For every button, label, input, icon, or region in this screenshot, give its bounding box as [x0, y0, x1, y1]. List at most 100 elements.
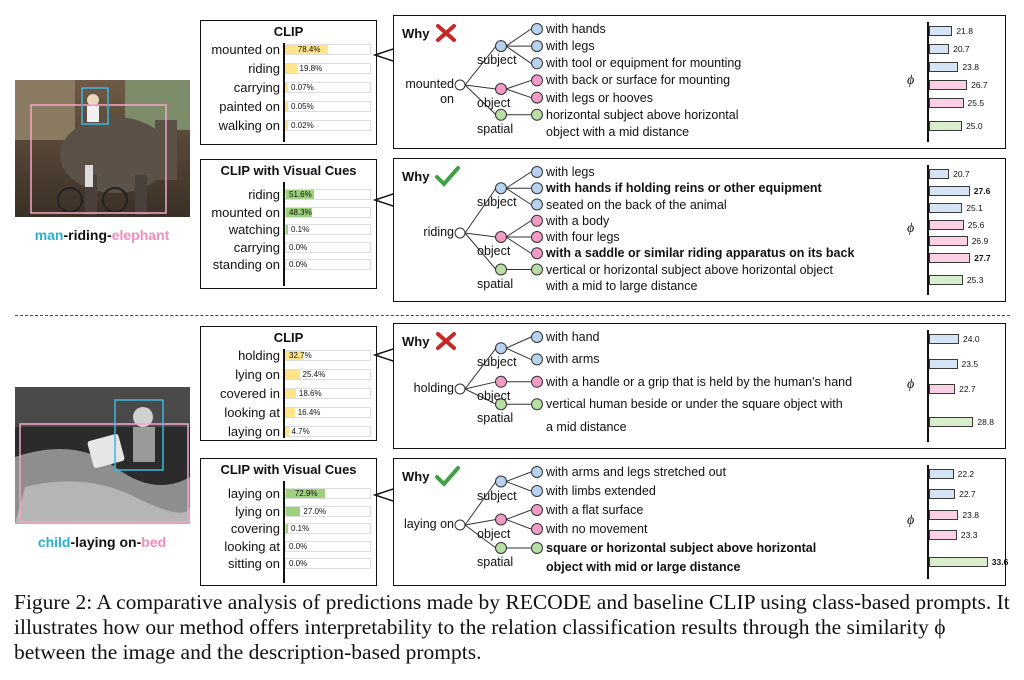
- tree-root-relation: mounted on: [405, 77, 454, 106]
- probability-value: 18.6%: [298, 389, 322, 398]
- probability-bar-fill: [286, 121, 288, 130]
- tree-edge: [464, 45, 497, 86]
- similarity-value: 21.8: [956, 26, 973, 36]
- relation-tree: [454, 331, 543, 411]
- cross-icon: [436, 332, 456, 350]
- probability-row: carrying: [201, 80, 280, 95]
- similarity-bar: [929, 219, 964, 230]
- relation-label: looking at: [224, 405, 280, 420]
- subject-node: [495, 342, 507, 355]
- similarity-bar: [929, 253, 971, 264]
- phi-symbol: ϕ: [907, 221, 915, 236]
- similarity-value: 22.7: [959, 489, 976, 500]
- description-text: with tool or equipment for mounting: [546, 56, 742, 71]
- tree-edge: [464, 388, 497, 405]
- similarity-value: 23.5: [961, 359, 979, 369]
- tree-root-relation: riding: [423, 225, 454, 239]
- probability-row: covered in: [201, 386, 280, 401]
- phi-axis: [927, 22, 929, 142]
- probability-row: riding: [201, 187, 280, 202]
- probability-bar-track: 27.0%: [285, 505, 371, 517]
- relation-label: watching: [228, 222, 280, 237]
- clip-box-title: CLIP with Visual Cues: [220, 163, 357, 178]
- probability-value: 0.05%: [291, 102, 314, 111]
- description-node: [531, 57, 543, 70]
- check-icon: [435, 466, 460, 487]
- probability-value: 32.7%: [289, 351, 312, 360]
- child-bed-photo: [15, 387, 190, 524]
- subject-category-label: subject: [477, 355, 517, 370]
- cross-stroke: [436, 24, 456, 42]
- probability-bar-track: 16.4%: [285, 407, 371, 418]
- probability-bar-fill: [286, 408, 295, 417]
- probability-bar-track: 0.0%: [285, 259, 371, 270]
- probability-bar-track: 4.7%: [285, 426, 371, 437]
- similarity-bar: [929, 384, 956, 394]
- object-word: elephant: [111, 227, 170, 243]
- tree-edge: [464, 187, 497, 234]
- description-text-line2: with a mid to large distance: [546, 278, 698, 293]
- probability-bar-track: 72.9%: [285, 488, 371, 499]
- probability-row: watching: [201, 222, 280, 237]
- probability-row: laying on: [201, 424, 280, 439]
- clip-box-title: CLIP: [273, 330, 304, 345]
- relation-label: riding: [248, 61, 280, 76]
- probability-value: 51.6%: [289, 190, 312, 199]
- probability-row: mounted on: [201, 205, 280, 220]
- similarity-value: 28.8: [977, 416, 994, 427]
- similarity-value: 25.0: [966, 121, 983, 132]
- subject-node: [495, 40, 507, 53]
- probability-row: mounted on: [201, 42, 280, 57]
- probability-row: carrying: [201, 240, 280, 255]
- tree-edge: [505, 519, 532, 530]
- similarity-value: 23.8: [962, 62, 979, 72]
- probability-value: 0.0%: [289, 559, 308, 568]
- probability-row: riding: [201, 61, 280, 76]
- relation-word: laying on: [75, 534, 137, 550]
- similarity-bar: [929, 202, 963, 213]
- tree-edge: [505, 220, 532, 238]
- subject-word: child: [37, 534, 71, 550]
- probability-bar-track: 0.05%: [285, 101, 371, 112]
- subject-category-label: subject: [477, 195, 517, 210]
- similarity-bar: [929, 236, 968, 247]
- probability-bar-track: 32.7%: [285, 350, 371, 361]
- description-text: with legs: [546, 165, 595, 179]
- similarity-bar: [929, 185, 970, 196]
- probability-bar-fill: [286, 524, 288, 533]
- probability-value: 27.0%: [303, 506, 327, 516]
- relation-label: covered in: [220, 386, 280, 401]
- similarity-bar: [929, 62, 959, 72]
- description-text: with arms and legs stretched out: [546, 465, 726, 479]
- description-node: [531, 74, 543, 87]
- description-text: with limbs extended: [546, 484, 656, 498]
- similarity-bar: [929, 275, 963, 286]
- subject-node: [495, 475, 507, 488]
- similarity-value: 25.1: [966, 202, 983, 213]
- tree-root-relation: holding: [413, 381, 454, 395]
- relation-label: carrying: [233, 80, 280, 95]
- probability-bar-fill: [286, 351, 304, 360]
- tree-edge: [464, 524, 497, 549]
- triplet-label-1: man-riding-elephant: [2, 227, 202, 243]
- tree-edge: [464, 381, 497, 390]
- probability-row: standing on: [201, 257, 280, 272]
- probability-bar-fill: [286, 102, 288, 111]
- probability-row: looking at: [201, 539, 280, 554]
- description-node: [531, 485, 543, 497]
- description-text-line2: object with mid or large distance: [546, 560, 741, 574]
- tree-edge: [464, 481, 497, 526]
- description-node: [531, 23, 543, 35]
- separator: -: [107, 227, 112, 243]
- why-label: Why: [402, 169, 430, 184]
- description-node: [531, 108, 543, 121]
- tree-edge: [464, 84, 497, 116]
- probability-bar-track: 78.4%: [285, 44, 371, 55]
- relation-label: mounted on: [211, 42, 280, 57]
- tree-edge: [505, 336, 532, 349]
- cross-stroke: [436, 332, 456, 350]
- probability-value: 0.0%: [289, 260, 308, 269]
- description-text: with a saddle or similar riding apparatu…: [546, 246, 855, 261]
